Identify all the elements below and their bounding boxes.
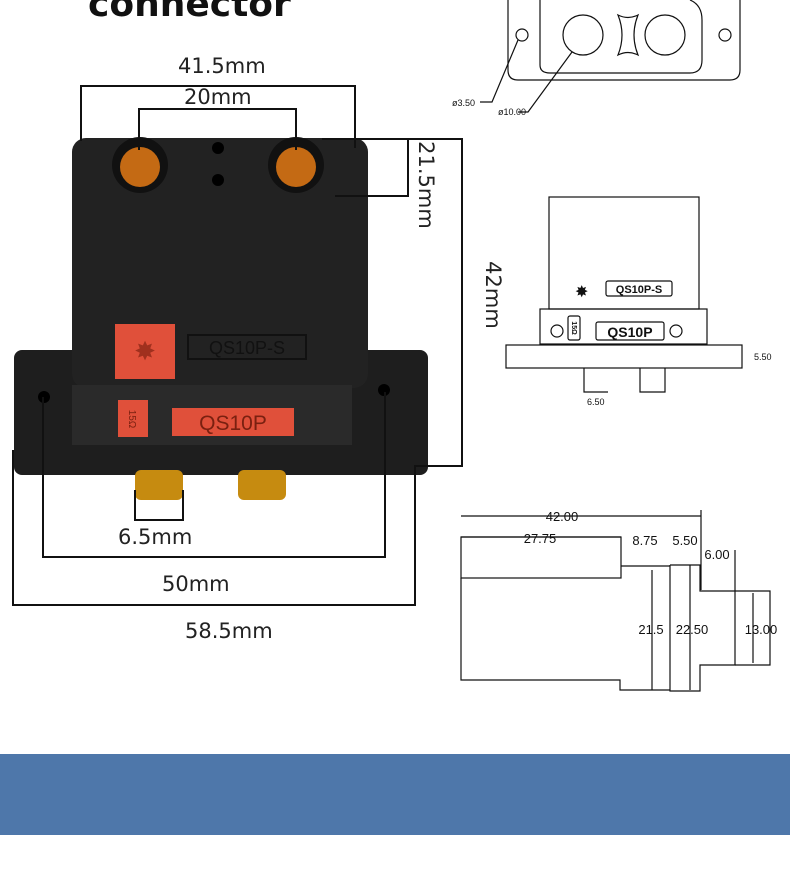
dim-width-top: 41.5mm [178, 54, 266, 78]
connector-photo: ✸ QS10P-S 15Ω QS10P [14, 137, 428, 500]
svg-text:5.50: 5.50 [672, 533, 697, 548]
title: connector [88, 0, 291, 25]
svg-text:22.50: 22.50 [676, 622, 709, 637]
side-view: 42.00 27.75 8.75 5.50 6.00 21.5 22.50 13… [460, 509, 778, 692]
svg-text:21.5: 21.5 [638, 622, 663, 637]
front-upper-label: QS10P-S [616, 284, 662, 296]
dim-hole-spacing: 50mm [162, 572, 230, 596]
technical-drawings: ø3.50 ø10.00 ✸ QS10P-S 15Ω QS10P 5.50 6.… [452, 0, 778, 692]
dim-flange-width: 58.5mm [185, 619, 273, 643]
pin-socket [276, 147, 316, 187]
dim-pin-spacing: 20mm [184, 85, 252, 109]
side-total-label: 42.00 [546, 509, 579, 524]
footer-band [0, 754, 790, 835]
dim-top-height: 21.5mm [413, 141, 438, 229]
pin [135, 470, 183, 500]
svg-text:15Ω: 15Ω [570, 321, 577, 335]
svg-text:8.75: 8.75 [632, 533, 657, 548]
svg-text:13.00: 13.00 [745, 622, 778, 637]
dim-pin-width: 6.5mm [118, 525, 193, 549]
front-pin-width-label: 6.50 [587, 397, 605, 407]
top-view: ø3.50 ø10.00 [452, 0, 741, 117]
svg-text:6.00: 6.00 [704, 547, 729, 562]
resistor-label: 15Ω [126, 410, 137, 429]
front-view: ✸ QS10P-S 15Ω QS10P 5.50 6.50 [505, 196, 772, 407]
flange-thickness-label: 5.50 [754, 352, 772, 362]
spark-label [115, 324, 175, 379]
lower-label: QS10P [199, 412, 267, 435]
hole-dia-label: ø3.50 [452, 98, 475, 108]
upper-label: QS10P-S [209, 338, 285, 358]
svg-text:✸: ✸ [134, 336, 156, 366]
pin-socket [120, 147, 160, 187]
svg-text:✸: ✸ [575, 284, 588, 301]
front-lower-label: QS10P [607, 324, 652, 340]
svg-text:27.75: 27.75 [524, 531, 557, 546]
pin-dia-label: ø10.00 [498, 107, 526, 117]
pin [238, 470, 286, 500]
